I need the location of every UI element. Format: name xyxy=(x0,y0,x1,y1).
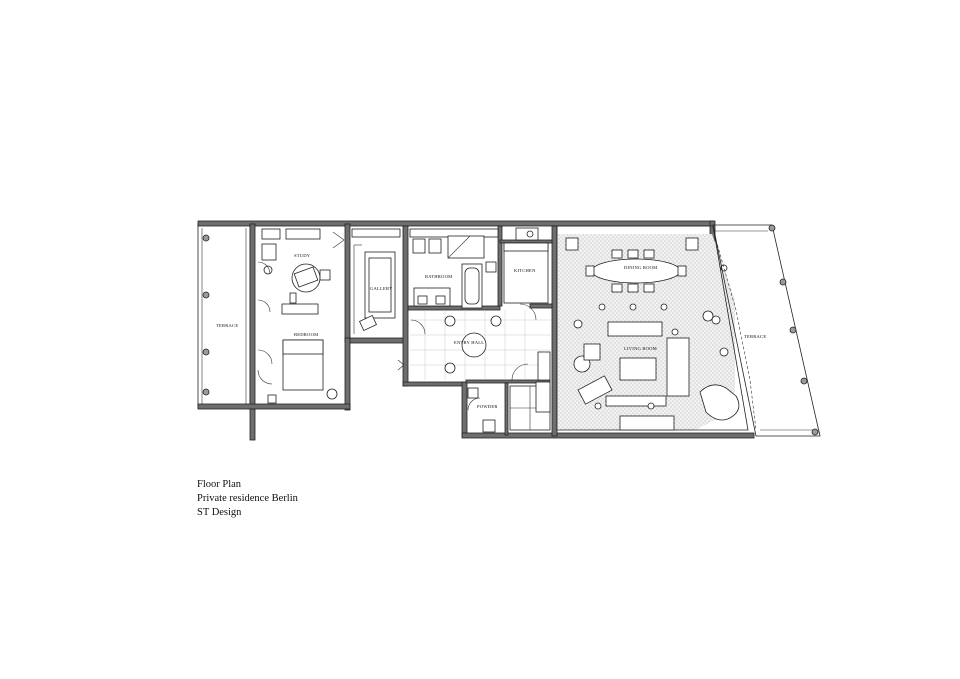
study-bedroom: STUDY BEDROOM xyxy=(257,228,345,404)
room-label-bedroom: BEDROOM xyxy=(294,332,318,337)
kitchen: KITCHEN xyxy=(503,227,549,321)
gallery: GALLERY xyxy=(351,228,401,334)
closet xyxy=(509,381,551,431)
entry-hall: ENTRY HALL xyxy=(397,310,552,381)
room-label-living-room: LIVING ROOM xyxy=(624,346,657,351)
caption-line-3: ST Design xyxy=(197,507,242,518)
terrace-right: TERRACE xyxy=(712,224,821,437)
walls xyxy=(197,220,755,441)
room-label-terrace-left: TERRACE xyxy=(216,323,238,328)
plan-caption: Floor Plan Private residence Berlin ST D… xyxy=(197,478,298,520)
room-label-entry-hall: ENTRY HALL xyxy=(454,340,484,345)
room-label-gallery: GALLERY xyxy=(370,286,393,291)
terrace-left: TERRACE xyxy=(197,223,251,409)
room-label-terrace-right: TERRACE xyxy=(744,334,766,339)
room-label-powder: POWDER xyxy=(477,404,498,409)
bathroom: BATHROOM xyxy=(409,228,499,309)
room-label-bathroom: BATHROOM xyxy=(425,274,452,279)
room-label-study: STUDY xyxy=(294,253,311,258)
room-label-kitchen: KITCHEN xyxy=(514,268,536,273)
caption-line-2: Private residence Berlin xyxy=(197,493,298,504)
caption-line-1: Floor Plan xyxy=(197,479,242,490)
dining-living: DINING ROOM LIVING ROOM xyxy=(556,225,749,431)
hall-floor-tiles xyxy=(410,310,552,380)
room-label-dining-room: DINING ROOM xyxy=(624,265,657,270)
powder-room: POWDER xyxy=(467,387,498,433)
